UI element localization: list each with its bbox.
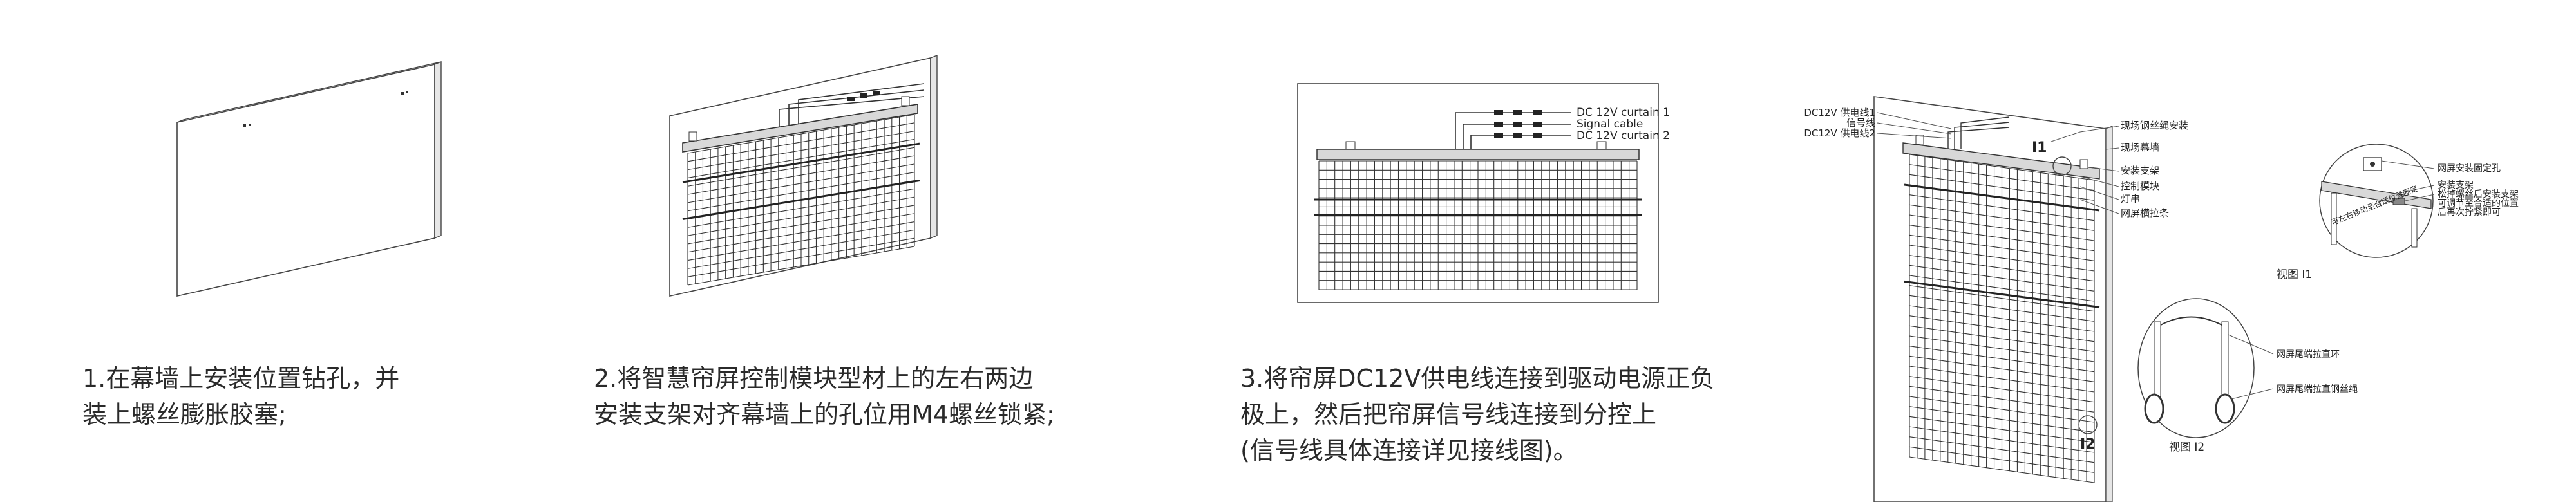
- label-site-wire-rope: 现场钢丝绳安装: [2121, 120, 2188, 131]
- led-curtain-grid: [682, 114, 920, 286]
- label-horizontal-bar: 网屏横拉条: [2121, 207, 2169, 219]
- supply-cables: [1947, 116, 2010, 149]
- step-2-line-1: 2.将智慧帘屏控制模块型材上的左右两边: [594, 364, 1034, 393]
- right-label-leaders: [2050, 126, 2119, 214]
- detail-view-i1: 网屏安装固定孔 安装支架 松掉螺丝后安装支架 可调节至合适的位置 后再次拧紧即可…: [2277, 144, 2519, 281]
- step-2-line-2: 安装支架对齐幕墙上的孔位用M4螺丝锁紧;: [594, 400, 1055, 429]
- label-dc12v-supply-2: DC12V 供电线2: [1804, 127, 1875, 139]
- view-i1-label-bracket: 安装支架: [2438, 180, 2474, 191]
- detail-circle-i1: [2052, 156, 2072, 176]
- step-3-line-3: (信号线具体连接详见接线图)。: [1240, 436, 1578, 465]
- control-module-rail: [1902, 142, 2100, 180]
- marker-i1: I1: [2032, 140, 2047, 156]
- label-light-string: 灯串: [2121, 193, 2140, 205]
- view-i1-label-fixing-hole: 网屏安装固定孔: [2438, 163, 2501, 174]
- label-dc12v-supply-1: DC12V 供电线1: [1804, 107, 1875, 118]
- view-i1-label-loosen-2: 可调节至合适的位置: [2438, 198, 2519, 209]
- label-site-curtain-wall: 现场幕墙: [2121, 142, 2159, 153]
- view-i1-label-loosen-3: 后再次拧紧即可: [2438, 207, 2501, 218]
- view-i2-title: 视图 I2: [2169, 441, 2204, 454]
- detail-view-i2: 网屏尾端拉直环 网屏尾端拉直钢丝绳 视图 I2: [2137, 298, 2358, 454]
- label-signal-cable: Signal cable: [1577, 118, 1643, 131]
- step-1-line-1: 1.在幕墙上安装位置钻孔，并: [82, 364, 400, 393]
- control-rail: [1316, 141, 1640, 160]
- drill-hole-left: [243, 124, 251, 127]
- wire-connectors: [1494, 110, 1542, 138]
- installation-detail-diagram: DC12V 供电线1 信号线 DC12V 供电线2 I1 现场钢丝绳安装 现场幕…: [1804, 96, 2519, 502]
- drill-hole-right: [401, 91, 408, 95]
- view-i1-label-loosen-1: 松掉螺丝后安装支架: [2438, 189, 2519, 200]
- wall-side: [930, 54, 938, 239]
- step-3-line-1: 3.将帘屏DC12V供电线连接到驱动电源正负: [1240, 364, 1715, 393]
- step-1-caption: 1.在幕墙上安装位置钻孔，并 装上螺丝膨胀胶塞;: [82, 360, 399, 432]
- detail-circle-i2: [2078, 415, 2098, 434]
- wall-diagram: [176, 60, 442, 297]
- view-i2-label-end-ring: 网屏尾端拉直环: [2277, 349, 2340, 360]
- front-wiring-view: DC 12V curtain 1 Signal cable DC 12V cur…: [1297, 83, 1670, 303]
- mount-bracket-left: [1915, 135, 1924, 145]
- label-mount-bracket: 安装支架: [2121, 165, 2159, 176]
- label-dc12v-curtain-1: DC 12V curtain 1: [1577, 106, 1670, 119]
- label-control-module: 控制模块: [2121, 180, 2159, 192]
- led-curtain-grid: [1904, 154, 2100, 483]
- wall-face: [176, 64, 435, 297]
- led-curtain-grid: [1314, 160, 1642, 290]
- left-label-leaders: [1877, 112, 1952, 139]
- mount-bracket-right: [2079, 159, 2088, 169]
- marker-i2: I2: [2080, 436, 2096, 452]
- control-module-rail: [682, 96, 918, 153]
- wall-side: [2105, 126, 2113, 502]
- wall-side: [434, 60, 442, 239]
- view-i2-label-end-rope: 网屏尾端拉直钢丝绳: [2277, 384, 2358, 395]
- wall-with-curtain-diagram: [669, 54, 938, 297]
- label-signal-line: 信号线: [1846, 117, 1875, 129]
- label-dc12v-curtain-2: DC 12V curtain 2: [1577, 129, 1670, 142]
- cable-connectors: [847, 91, 880, 101]
- view-i1-title: 视图 I1: [2277, 268, 2312, 281]
- step-3-caption: 3.将帘屏DC12V供电线连接到驱动电源正负 极上，然后把帘屏信号线连接到分控上…: [1240, 360, 1714, 469]
- step-1-line-2: 装上螺丝膨胀胶塞;: [82, 400, 287, 429]
- step-3-line-2: 极上，然后把帘屏信号线连接到分控上: [1240, 400, 1657, 429]
- step-2-caption: 2.将智慧帘屏控制模块型材上的左右两边 安装支架对齐幕墙上的孔位用M4螺丝锁紧;: [594, 360, 1055, 432]
